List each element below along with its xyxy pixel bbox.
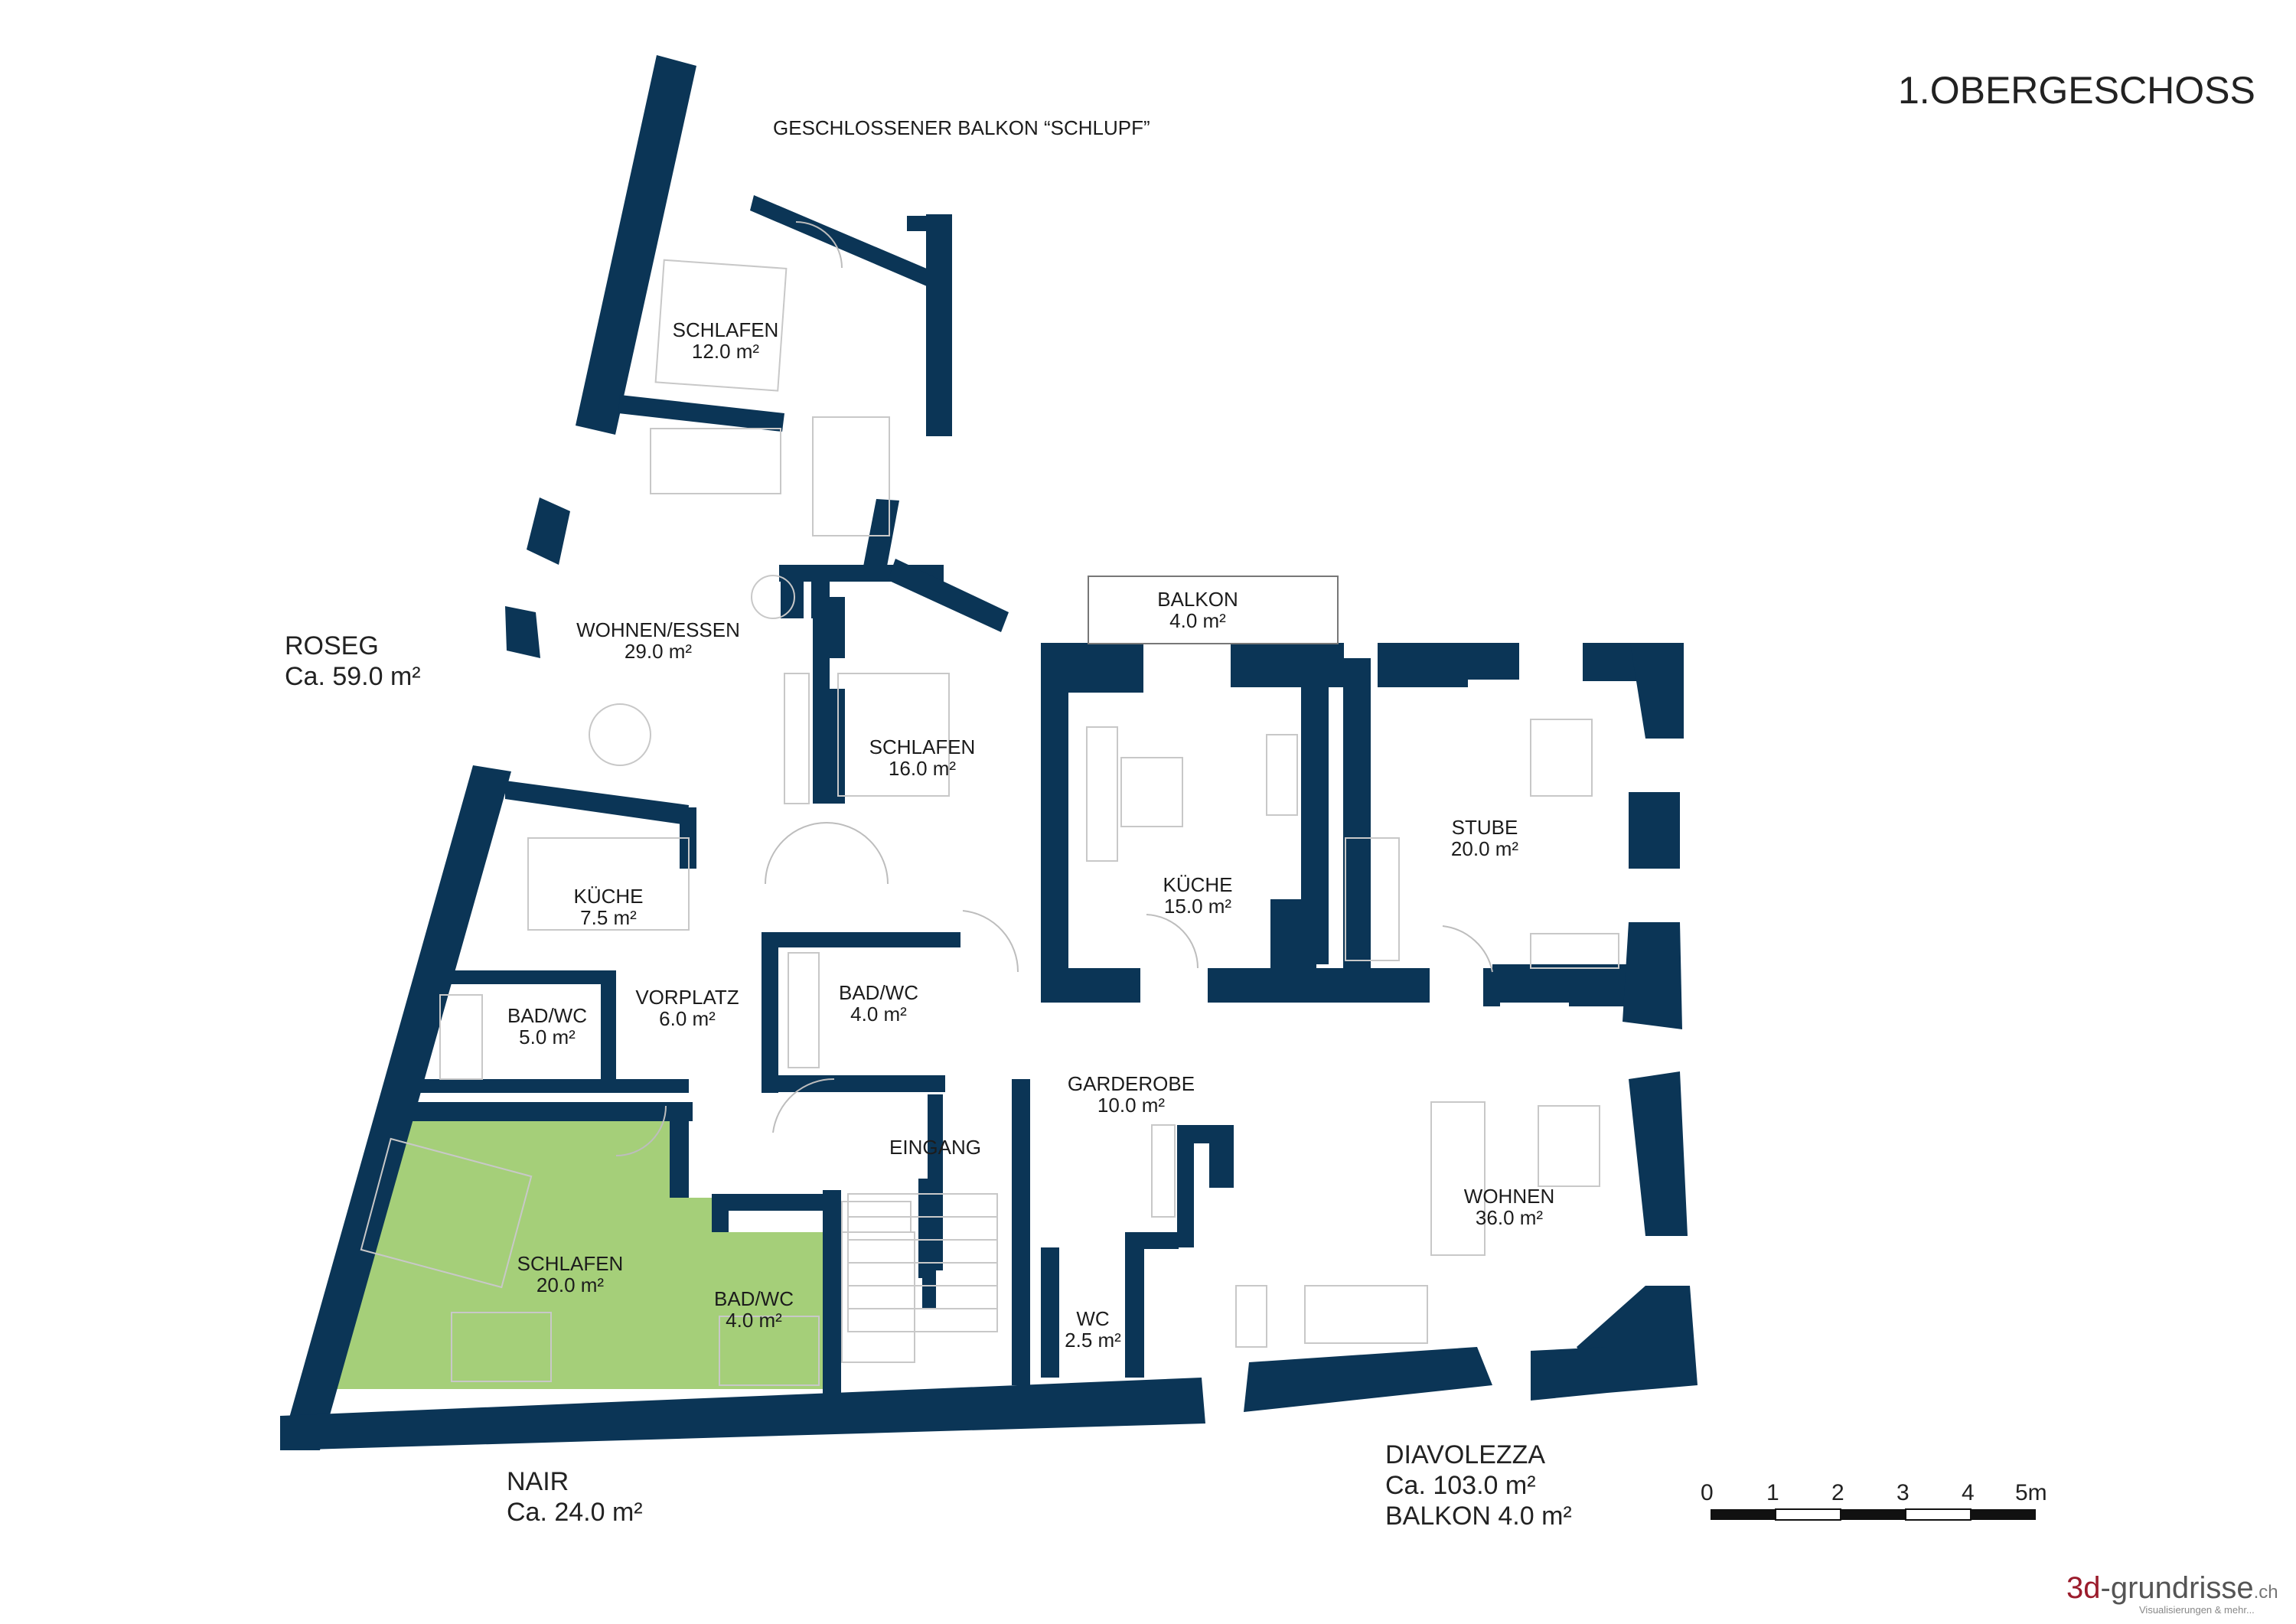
room-name: GARDEROBE xyxy=(1068,1072,1195,1095)
room-area: 2.5 m² xyxy=(1065,1329,1121,1352)
scale-label: 1 xyxy=(1766,1480,1779,1505)
floor-title: 1.OBERGESCHOSS xyxy=(1898,69,2255,112)
logo-tld: .ch xyxy=(2254,1582,2278,1603)
room-area: 16.0 m² xyxy=(889,757,956,780)
apartment-roseg-area: Ca. 59.0 m² xyxy=(285,662,421,691)
scale-label: 3 xyxy=(1896,1480,1910,1505)
room-name: KÜCHE xyxy=(573,885,643,908)
room-area: 10.0 m² xyxy=(1097,1094,1165,1117)
room-area: 7.5 m² xyxy=(580,906,637,929)
room-name: SCHLAFEN xyxy=(869,735,976,758)
room-name: WOHNEN xyxy=(1464,1185,1554,1208)
nair-unit-highlight xyxy=(323,1117,823,1389)
room-name: VORPLATZ xyxy=(635,986,739,1009)
room-name: SCHLAFEN xyxy=(517,1252,624,1275)
room-area: 5.0 m² xyxy=(519,1026,576,1048)
apartment-diavolezza-area: Ca. 103.0 m² xyxy=(1385,1471,1536,1500)
room-name: STUBE xyxy=(1452,816,1518,839)
logo-name: -grundrisse xyxy=(2101,1571,2254,1605)
room-name: WOHNEN/ESSEN xyxy=(576,618,740,641)
apartment-nair-area: Ca. 24.0 m² xyxy=(507,1498,643,1527)
room-name: BAD/WC xyxy=(507,1004,587,1027)
walls xyxy=(280,55,1698,1450)
room-area: 20.0 m² xyxy=(536,1273,604,1296)
logo-3d: 3d xyxy=(2066,1571,2101,1605)
room-area: 15.0 m² xyxy=(1164,895,1231,918)
balcony-outline xyxy=(1088,576,1339,644)
room-name: BALKON xyxy=(1157,588,1238,611)
apartment-roseg-name: ROSEG xyxy=(285,631,379,660)
room-area: 4.0 m² xyxy=(726,1309,782,1332)
room-area: 29.0 m² xyxy=(625,640,692,663)
scale-bar: 0 1 2 3 4 5m xyxy=(1701,1480,2047,1521)
door-swings xyxy=(615,221,1493,1156)
room-name: EINGANG xyxy=(889,1136,981,1159)
room-name: BAD/WC xyxy=(714,1287,794,1310)
room-name: WC xyxy=(1076,1307,1109,1330)
room-name: BAD/WC xyxy=(839,981,918,1004)
furniture xyxy=(360,259,1619,1386)
room-area: 36.0 m² xyxy=(1476,1206,1543,1229)
apartment-diavolezza-balcony: BALKON 4.0 m² xyxy=(1385,1502,1572,1531)
room-area: 6.0 m² xyxy=(659,1007,716,1030)
balcony-note: GESCHLOSSENER BALKON “SCHLUPF” xyxy=(773,116,1150,139)
svg-text:3d-grundrisse.ch: 3d-grundrisse.ch xyxy=(2066,1571,2278,1605)
room-name: KÜCHE xyxy=(1163,873,1232,896)
room-area: 4.0 m² xyxy=(850,1003,907,1026)
logo-tagline: Visualisierungen & mehr... xyxy=(2139,1604,2255,1616)
scale-label: 2 xyxy=(1831,1480,1844,1505)
scale-label: 0 xyxy=(1701,1480,1714,1505)
apartment-diavolezza-name: DIAVOLEZZA xyxy=(1385,1440,1545,1469)
room-name: SCHLAFEN xyxy=(673,318,779,341)
room-area: 20.0 m² xyxy=(1451,837,1518,860)
scale-label: 4 xyxy=(1962,1480,1975,1505)
room-area: 12.0 m² xyxy=(692,340,759,363)
room-area: 4.0 m² xyxy=(1169,609,1226,632)
staircase xyxy=(847,1193,998,1332)
apartment-nair-name: NAIR xyxy=(507,1467,569,1496)
brand-logo: 3d-grundrisse.ch Visualisierungen & mehr… xyxy=(2066,1571,2278,1616)
scale-label: 5m xyxy=(2015,1480,2047,1505)
